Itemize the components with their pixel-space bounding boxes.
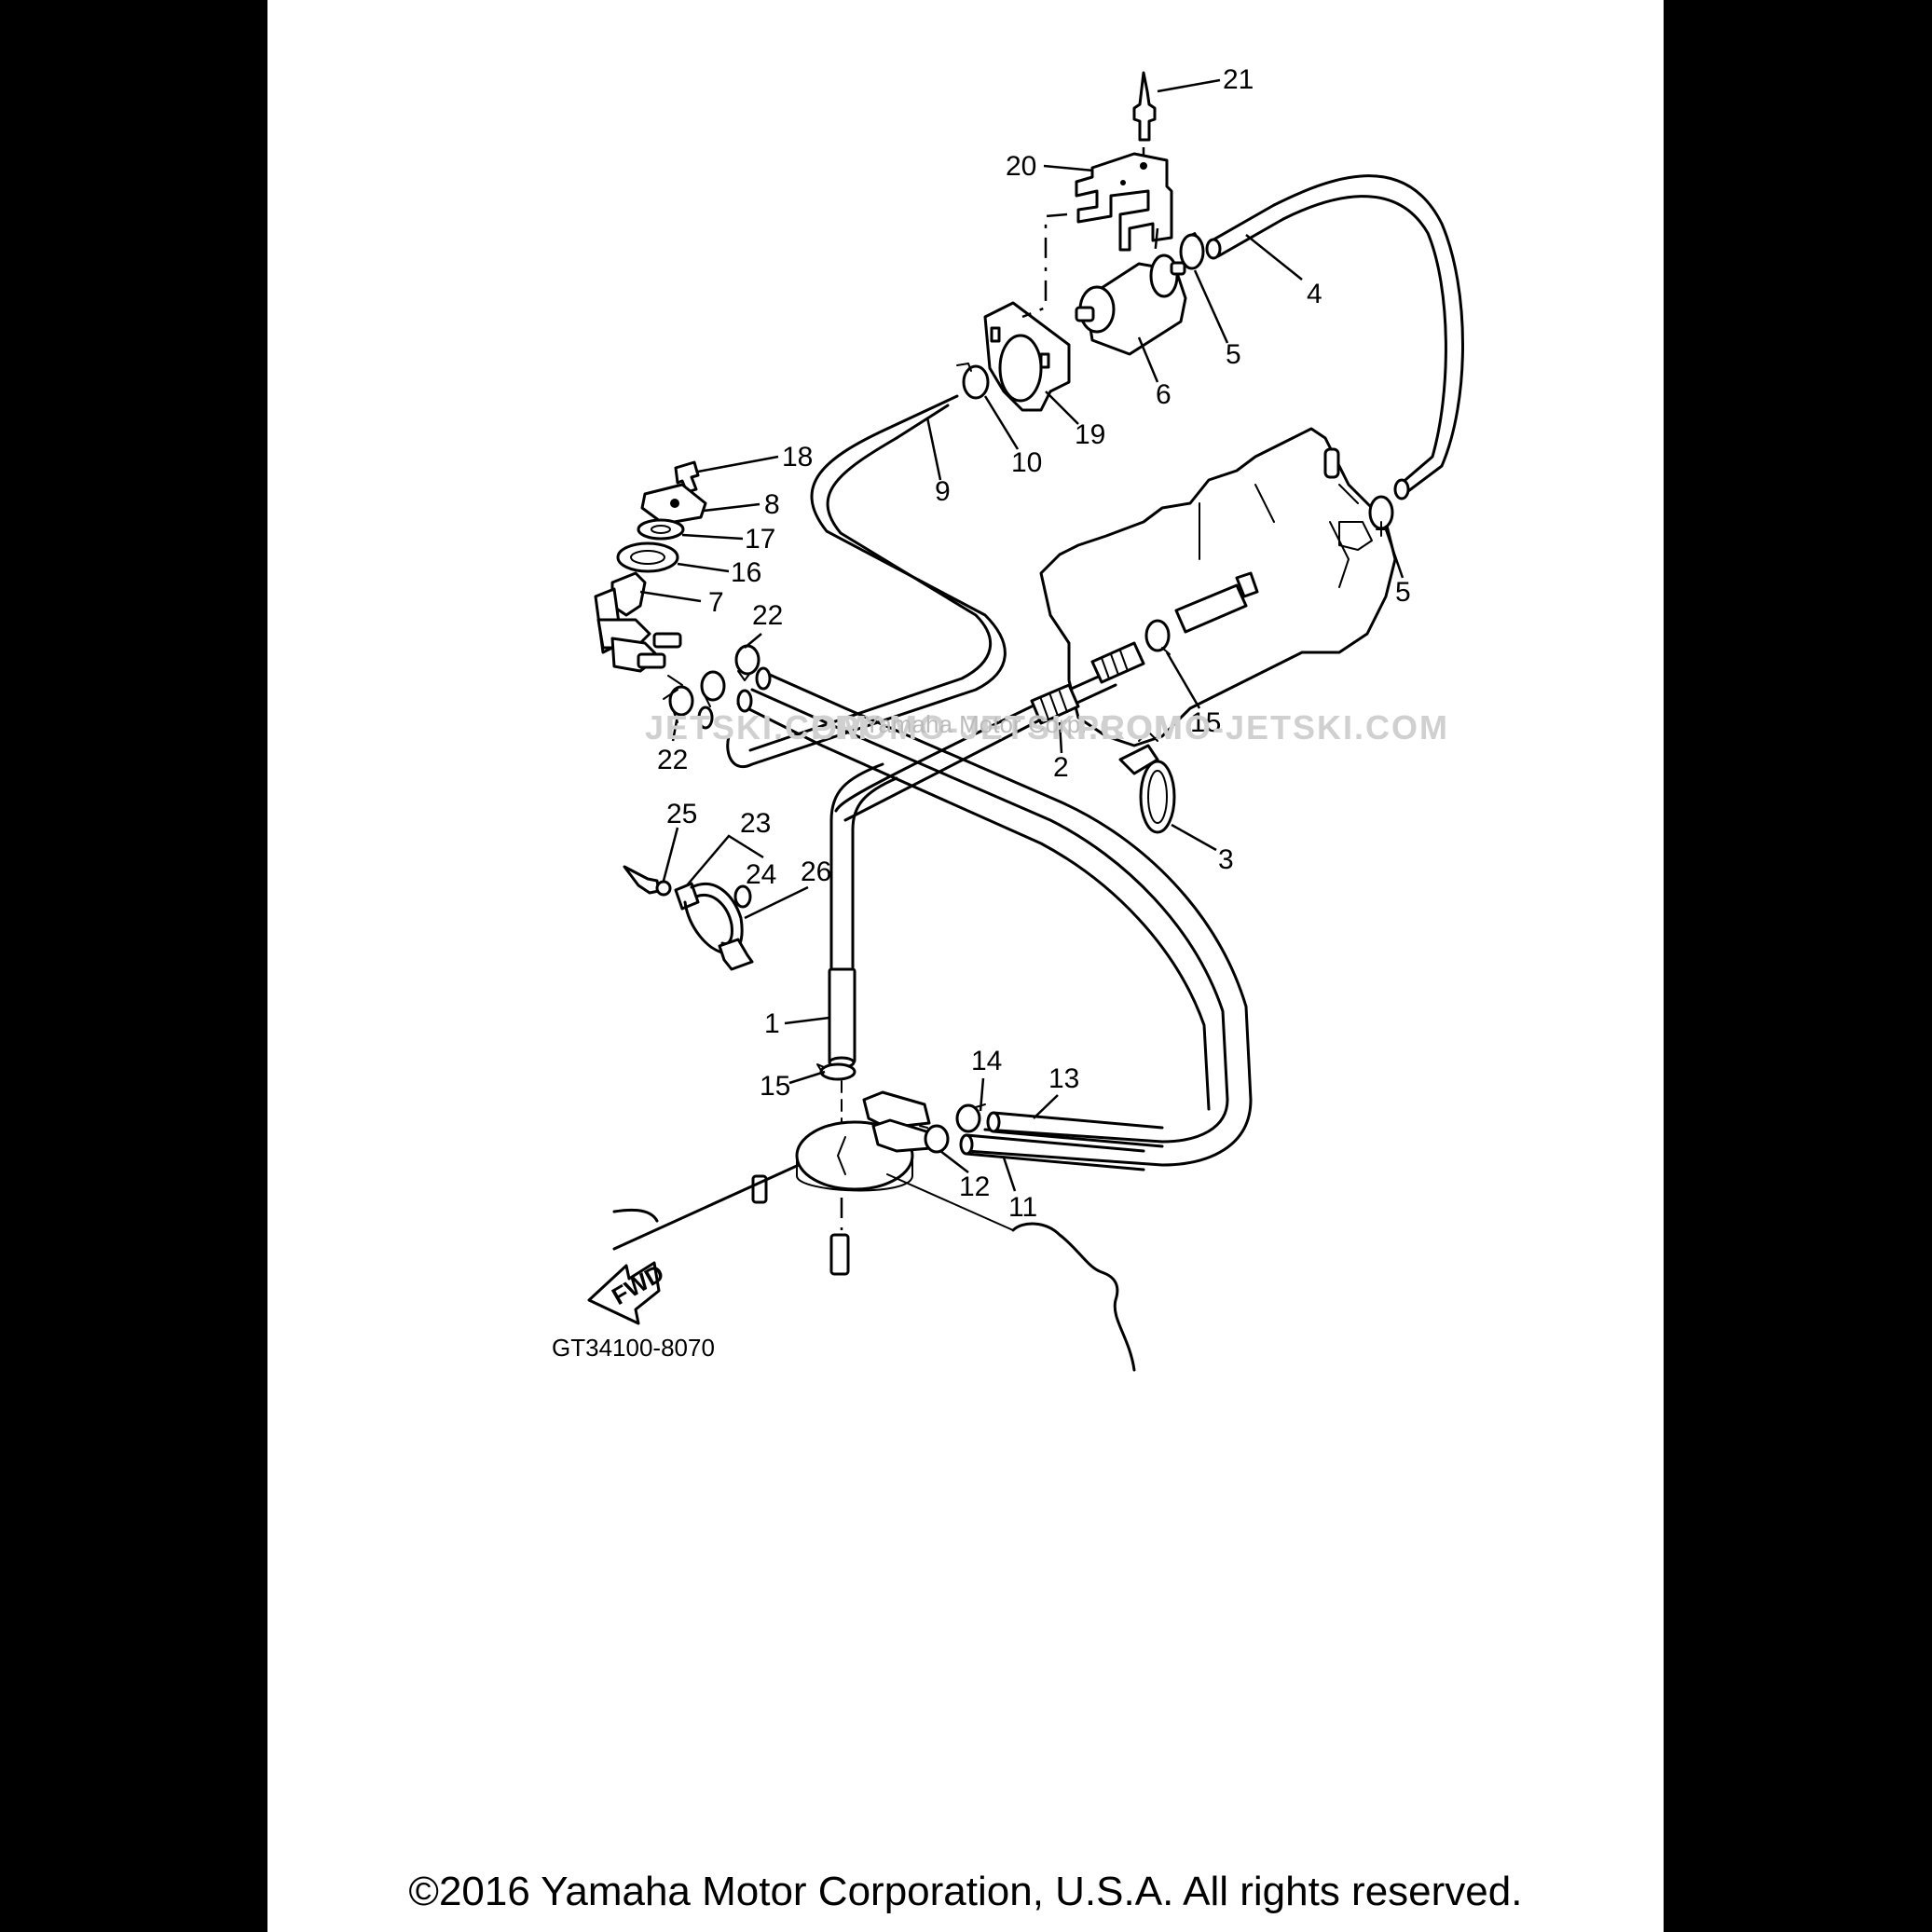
washer-17-hole bbox=[651, 525, 671, 534]
valve-lead bbox=[663, 675, 683, 700]
callout-25: 25 bbox=[666, 799, 697, 829]
leader-lines bbox=[639, 78, 1404, 1192]
hose-13 bbox=[986, 1111, 1164, 1148]
copyright-notice: ©2016 Yamaha Motor Corporation, U.S.A. A… bbox=[408, 1869, 1523, 1914]
callout-12: 12 bbox=[959, 1172, 990, 1202]
bolt-21 bbox=[1132, 71, 1157, 142]
band-clamp-3 bbox=[1118, 731, 1176, 834]
callout-18: 18 bbox=[782, 442, 813, 473]
diagram-code: GT34100-8070 bbox=[552, 1334, 715, 1362]
watermark-small: Yamaha Motor Corp. bbox=[864, 710, 1087, 738]
callout-1: 1 bbox=[764, 1008, 780, 1039]
callout-8: 8 bbox=[764, 489, 780, 520]
callout-10: 10 bbox=[1011, 447, 1042, 478]
watermark-left: JETSKI.COM bbox=[645, 708, 869, 747]
suction-pipe-1 bbox=[828, 762, 898, 1147]
diagram-sheet: FWD 21 20 4 5 6 19 10 9 1 bbox=[267, 0, 1664, 1932]
fuel-filter-6 bbox=[1075, 253, 1187, 356]
plate-8 bbox=[640, 483, 707, 526]
callout-15-upper: 15 bbox=[1190, 707, 1221, 738]
washer-17 bbox=[637, 518, 685, 541]
watermark-center: PROMO-JETSKI.COM bbox=[811, 708, 1184, 747]
callout-22-lower: 22 bbox=[657, 745, 688, 775]
callout-3: 3 bbox=[1218, 844, 1234, 875]
engine-stud bbox=[1323, 447, 1340, 479]
fuel-system-diagram: FWD 21 20 4 5 6 19 10 9 1 bbox=[552, 64, 1464, 1372]
callout-4: 4 bbox=[1307, 279, 1322, 309]
clamp-22-lower bbox=[668, 685, 694, 723]
clamp-22-middle bbox=[700, 670, 726, 707]
callout-21: 21 bbox=[1223, 64, 1254, 95]
holder-19 bbox=[983, 301, 1071, 412]
callout-9: 9 bbox=[935, 476, 951, 507]
callout-7: 7 bbox=[708, 587, 724, 618]
callout-26: 26 bbox=[801, 856, 831, 887]
clamp-5-upper bbox=[1179, 232, 1205, 270]
callout-19: 19 bbox=[1075, 419, 1105, 450]
callout-6: 6 bbox=[1156, 379, 1172, 410]
clamp-15-upper bbox=[1144, 619, 1171, 655]
callout-14: 14 bbox=[971, 1046, 1002, 1076]
clamp-10 bbox=[956, 363, 990, 400]
callout-5: 5 bbox=[1226, 339, 1241, 370]
callout-22-upper: 22 bbox=[752, 600, 783, 631]
clamp-14 bbox=[955, 1103, 986, 1133]
fuel-line-2 bbox=[834, 571, 1259, 822]
band-26 bbox=[718, 938, 754, 971]
callout-5-lower: 5 bbox=[1395, 577, 1411, 608]
callout-13: 13 bbox=[1048, 1063, 1079, 1094]
valve-7 bbox=[594, 571, 682, 673]
fuel-tank bbox=[612, 1090, 1136, 1372]
nut-16 bbox=[616, 541, 679, 573]
fwd-arrow: FWD bbox=[587, 1258, 669, 1325]
callout-24: 24 bbox=[746, 859, 776, 890]
main-hoses bbox=[697, 666, 1253, 1167]
callout-20: 20 bbox=[1006, 151, 1036, 182]
assembly-line-bracket-right bbox=[1153, 227, 1159, 257]
hose-11 bbox=[959, 1133, 1145, 1172]
clamp-5-lower bbox=[1368, 495, 1394, 537]
callout-2: 2 bbox=[1053, 752, 1069, 783]
clip-25 bbox=[623, 865, 672, 897]
engine-detail bbox=[1199, 484, 1359, 588]
callout-11: 11 bbox=[1008, 1192, 1037, 1223]
bracket-20 bbox=[1075, 152, 1173, 252]
assembly-line-bracket bbox=[1021, 212, 1068, 319]
nut-16-hole bbox=[630, 550, 665, 565]
watermark-right: PROMO-JETSKI.COM bbox=[1076, 708, 1449, 747]
callout-15-lower: 15 bbox=[760, 1071, 790, 1102]
engine-outline bbox=[1039, 427, 1397, 747]
engine-fitting bbox=[1338, 521, 1373, 551]
clamp-22-upper bbox=[734, 644, 760, 681]
washer-24 bbox=[733, 884, 752, 909]
bolt-18 bbox=[674, 460, 700, 494]
clamp-12 bbox=[919, 1124, 950, 1154]
callout-23: 23 bbox=[740, 808, 771, 839]
callout-17: 17 bbox=[745, 524, 775, 555]
hose-9 bbox=[726, 394, 1007, 769]
callout-16: 16 bbox=[731, 557, 761, 588]
